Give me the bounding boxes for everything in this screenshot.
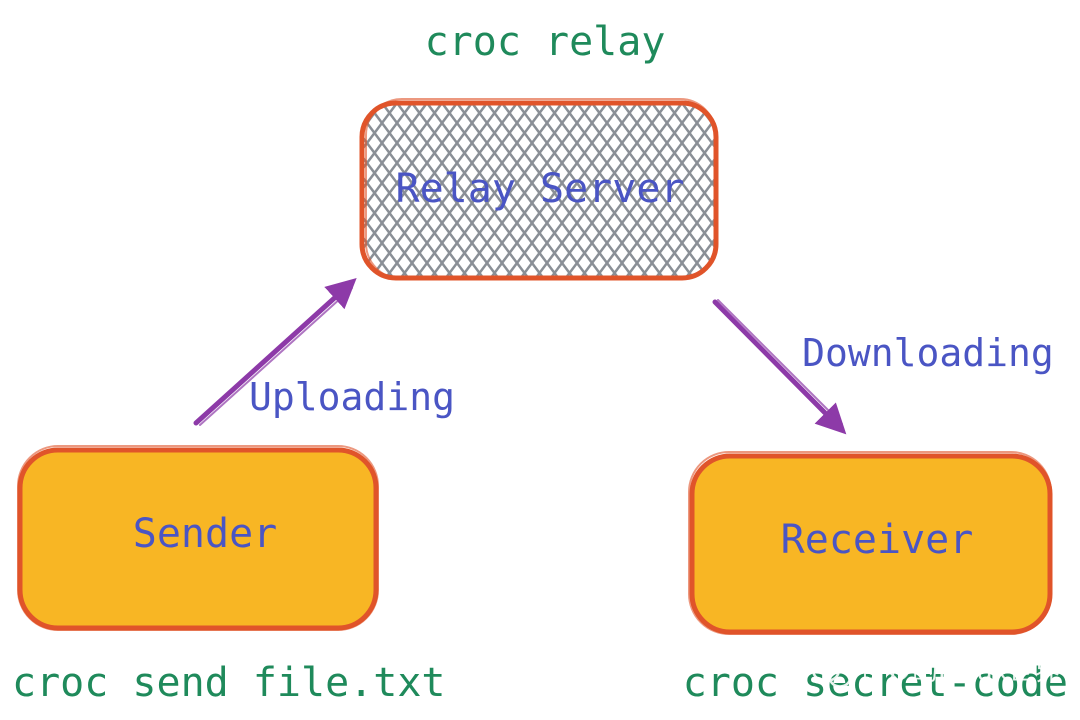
hatch-line (187, 103, 318, 278)
hatch-line (362, 103, 488, 278)
sender-node: Sender (17, 445, 379, 631)
hatch-line (362, 103, 368, 278)
hatch-line (711, 103, 716, 278)
sender-command-caption: croc send file.txt (12, 660, 445, 706)
hatch-line (802, 103, 933, 278)
hatch-line (161, 103, 292, 278)
hatch-line (519, 103, 653, 278)
sender-label: Sender (133, 511, 278, 557)
relay-server-label: Relay Server (396, 166, 685, 212)
hatch-line (217, 103, 348, 278)
hatch-line (206, 103, 337, 278)
hatch-line (362, 103, 440, 278)
hatch-line (362, 103, 455, 278)
hatch-line (362, 103, 380, 278)
relay-hatch-pattern (56, 103, 1008, 278)
hatch-line (362, 103, 458, 278)
hatch-line (362, 103, 410, 278)
hatch-line (594, 103, 716, 278)
hatch-line (639, 103, 716, 278)
hatch-line (384, 103, 518, 278)
upload-arrow (193, 277, 357, 426)
receiver-command-caption: croc secret-code (683, 660, 1068, 706)
hatch-line (86, 103, 217, 278)
hatch-line (731, 103, 862, 278)
hatch-line (624, 103, 716, 278)
upload-label: Uploading (249, 375, 455, 419)
hatch-line (877, 103, 1008, 278)
hatch-line (684, 103, 716, 278)
hatch-line (742, 103, 873, 278)
hatch-line (459, 103, 593, 278)
hatch-line (609, 103, 716, 278)
watermark-text: 奇妙的Linux世界 (860, 657, 1060, 687)
hatch-line (176, 103, 307, 278)
hatch-line (746, 103, 877, 278)
hatch-line (362, 103, 470, 278)
hatch-line (817, 103, 948, 278)
hatch-line (362, 103, 443, 278)
hatch-line (549, 103, 683, 278)
hatch-line (116, 103, 247, 278)
hatch-line (362, 103, 428, 278)
hatch-line (444, 103, 578, 278)
hatch-line (489, 103, 623, 278)
hatch-line (787, 103, 918, 278)
hatch-line (429, 103, 563, 278)
hatch-line (362, 103, 398, 278)
hatch-line (146, 103, 277, 278)
hatch-line (564, 103, 698, 278)
hatch-line (579, 103, 713, 278)
hatch-line (131, 103, 262, 278)
hatch-line (369, 103, 503, 278)
hatch-line (832, 103, 963, 278)
hatch-line (714, 103, 716, 278)
hatch-line (654, 103, 716, 278)
download-label: Downloading (802, 331, 1054, 375)
relay-server-node: Relay Server (56, 98, 1008, 281)
receiver-label: Receiver (781, 517, 974, 563)
hatch-line (534, 103, 668, 278)
hatch-line (699, 103, 716, 278)
hatch-line (362, 103, 413, 278)
wechat-icon (811, 657, 852, 688)
hatch-line (757, 103, 888, 278)
hatch-line (474, 103, 608, 278)
hatch-line (862, 103, 993, 278)
hatch-line (504, 103, 638, 278)
hatch-line (362, 103, 365, 278)
relay-caption: croc relay (425, 19, 666, 65)
hatch-line (414, 103, 548, 278)
hatch-line (399, 103, 533, 278)
hatch-line (362, 103, 425, 278)
hatch-line (56, 103, 187, 278)
hatch-line (362, 103, 395, 278)
hatch-line (71, 103, 202, 278)
receiver-node: Receiver (688, 451, 1053, 635)
hatch-line (669, 103, 716, 278)
hatch-line (772, 103, 903, 278)
download-arrow (712, 299, 847, 435)
hatch-line (202, 103, 333, 278)
hatch-line (727, 103, 858, 278)
hatch-line (101, 103, 232, 278)
watermark: 奇妙的Linux世界 (811, 657, 1060, 688)
hatch-line (191, 103, 322, 278)
hatch-line (221, 103, 352, 278)
hatch-line (847, 103, 978, 278)
